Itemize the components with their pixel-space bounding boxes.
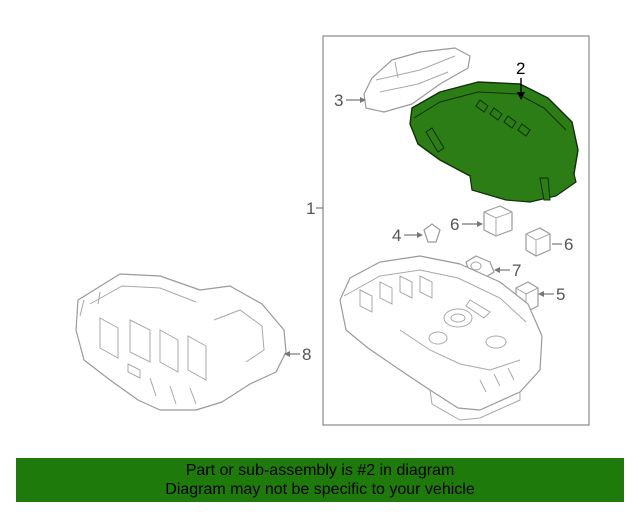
callout-1[interactable]: 1 xyxy=(306,199,315,218)
assembly-frame xyxy=(322,35,590,426)
callout-2[interactable]: 2 xyxy=(516,59,525,78)
callout-3[interactable]: 3 xyxy=(334,91,343,110)
callout-7-arrowhead xyxy=(494,267,500,273)
callout-8-arrowhead xyxy=(284,351,290,357)
callout-8[interactable]: 8 xyxy=(302,345,311,364)
callout-6a-arrowhead xyxy=(477,221,483,227)
part-6-relay-lower[interactable] xyxy=(525,227,551,257)
part-1-fuse-box-base[interactable] xyxy=(339,255,543,421)
part-3-cover[interactable] xyxy=(363,47,471,113)
callout-5[interactable]: 5 xyxy=(556,285,565,304)
banner-line-1: Part or sub-assembly is #2 in diagram xyxy=(185,462,455,479)
part-8-bracket[interactable] xyxy=(75,273,287,411)
callout-3-arrowhead xyxy=(360,97,366,103)
callout-6a[interactable]: 6 xyxy=(450,215,459,234)
banner-line-2: Diagram may not be specific to your vehi… xyxy=(165,481,475,498)
callout-4[interactable]: 4 xyxy=(392,226,401,245)
callout-7[interactable]: 7 xyxy=(512,261,521,280)
callout-6b[interactable]: 6 xyxy=(564,235,573,254)
callout-4-arrowhead xyxy=(417,232,423,238)
callout-5-arrowhead xyxy=(538,291,544,297)
part-2-fuse-box-lid[interactable] xyxy=(409,81,579,203)
part-4-clip[interactable] xyxy=(423,223,441,243)
part-6-relay-upper[interactable] xyxy=(483,205,513,237)
callout-2-arrowhead xyxy=(517,92,525,100)
parts-diagram: 1 3 2 6 4 6 xyxy=(75,35,590,426)
info-banner: Part or sub-assembly is #2 in diagram Di… xyxy=(16,458,624,502)
